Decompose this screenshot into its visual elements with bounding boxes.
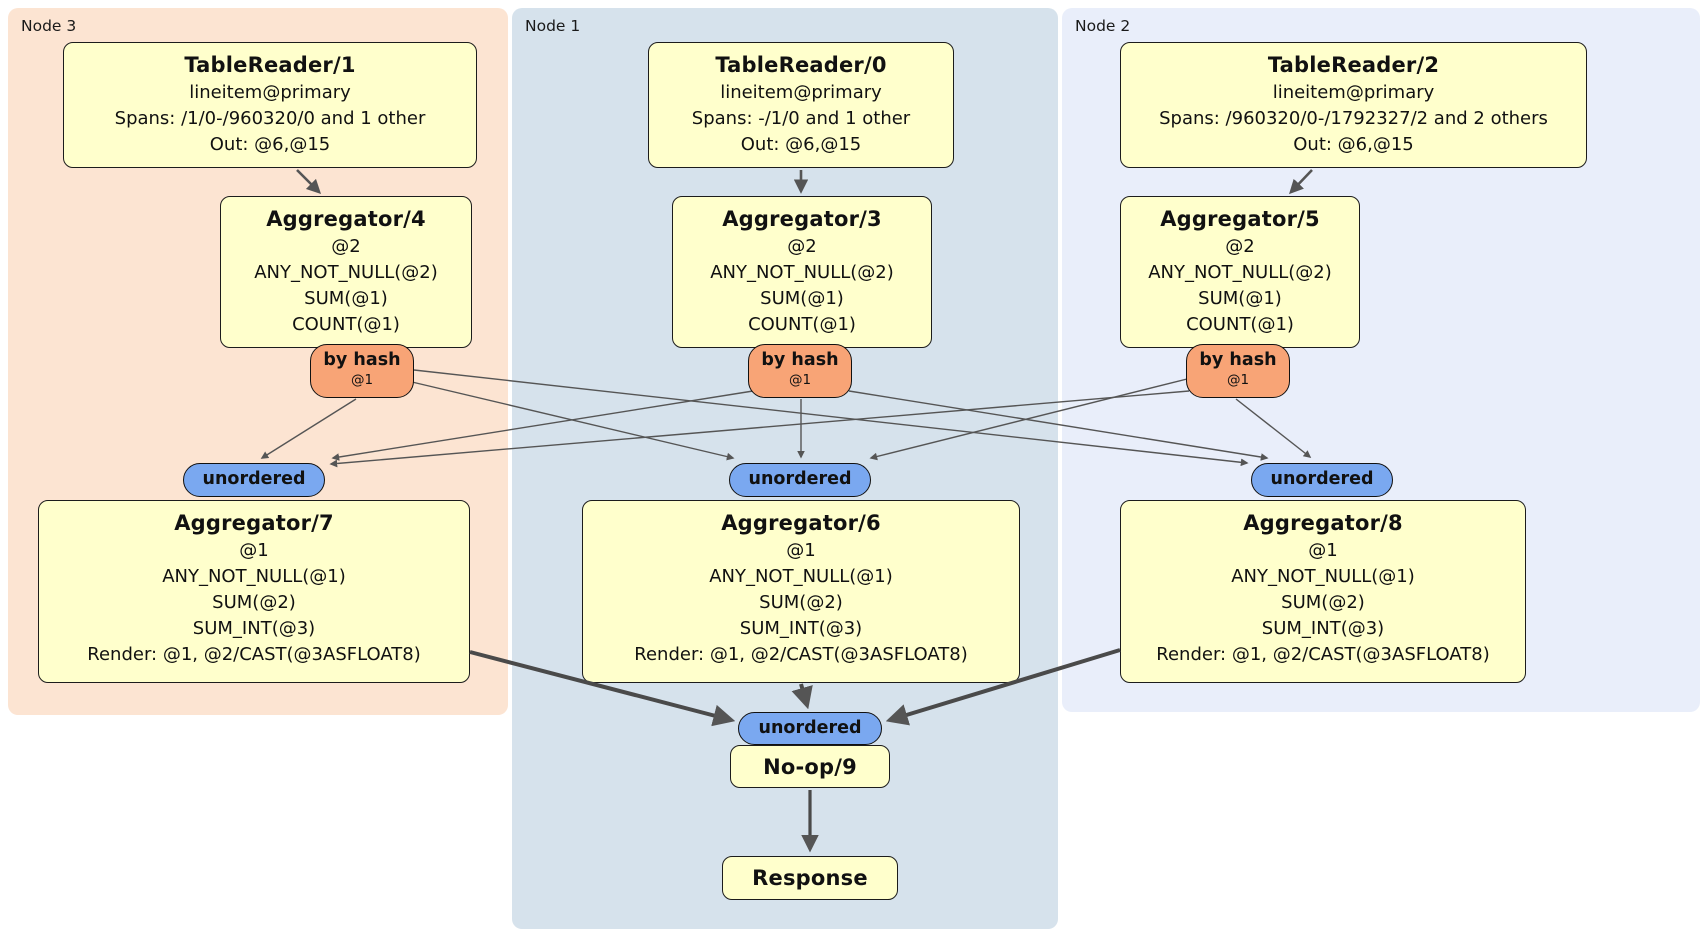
processor-aggregator-3-line: SUM(@1) <box>760 288 844 309</box>
processor-tablereader-1-out: Out: @6,@15 <box>209 134 331 155</box>
router-by-hash-node3: by hash @1 <box>310 344 414 398</box>
processor-tablereader-0: TableReader/0 lineitem@primary Spans: -/… <box>648 42 954 168</box>
processor-aggregator-5-line: SUM(@1) <box>1198 288 1282 309</box>
processor-noop: No-op/9 <box>730 745 890 788</box>
processor-tablereader-2: TableReader/2 lineitem@primary Spans: /9… <box>1120 42 1587 168</box>
processor-aggregator-6-title: Aggregator/6 <box>721 511 881 535</box>
processor-response: Response <box>722 856 898 900</box>
processor-aggregator-7-line: ANY_NOT_NULL(@1) <box>162 566 346 587</box>
router-by-hash-node2-label: by hash <box>1199 350 1277 370</box>
processor-tablereader-2-title: TableReader/2 <box>1267 53 1440 77</box>
processor-aggregator-3: Aggregator/3 @2 ANY_NOT_NULL(@2) SUM(@1)… <box>672 196 932 348</box>
router-by-hash-node1-label: by hash <box>761 350 839 370</box>
processor-aggregator-7-line: @1 <box>239 540 269 561</box>
processor-aggregator-4: Aggregator/4 @2 ANY_NOT_NULL(@2) SUM(@1)… <box>220 196 472 348</box>
processor-aggregator-5-line: @2 <box>1225 236 1255 257</box>
processor-aggregator-5-line: COUNT(@1) <box>1186 314 1294 335</box>
processor-aggregator-5-title: Aggregator/5 <box>1160 207 1320 231</box>
processor-tablereader-0-spans: Spans: -/1/0 and 1 other <box>691 108 911 129</box>
processor-tablereader-2-spans: Spans: /960320/0-/1792327/2 and 2 others <box>1159 108 1548 129</box>
node-panel-3-label: Node 3 <box>21 17 77 35</box>
processor-tablereader-2-out: Out: @6,@15 <box>1293 134 1414 155</box>
processor-aggregator-8-render: Render: @1, @2/CAST(@3ASFLOAT8) <box>1156 644 1490 665</box>
processor-aggregator-7-line: SUM_INT(@3) <box>192 618 316 639</box>
processor-response-title: Response <box>752 866 868 890</box>
processor-aggregator-7-title: Aggregator/7 <box>174 511 334 535</box>
processor-aggregator-6-line: SUM(@2) <box>759 592 843 613</box>
stream-unordered-node3: unordered <box>183 463 325 497</box>
router-by-hash-node2-columns: @1 <box>1226 372 1250 388</box>
processor-aggregator-5-line: ANY_NOT_NULL(@2) <box>1148 262 1332 283</box>
processor-aggregator-7-line: SUM(@2) <box>212 592 296 613</box>
processor-aggregator-8-line: SUM_INT(@3) <box>1261 618 1385 639</box>
processor-aggregator-3-title: Aggregator/3 <box>722 207 882 231</box>
stream-unordered-final: unordered <box>738 712 882 745</box>
processor-aggregator-8-line: SUM(@2) <box>1281 592 1365 613</box>
stream-unordered-final-label: unordered <box>758 718 862 738</box>
router-by-hash-node3-columns: @1 <box>350 372 374 388</box>
processor-aggregator-4-line: SUM(@1) <box>304 288 388 309</box>
processor-aggregator-6-line: @1 <box>786 540 816 561</box>
processor-aggregator-7-render: Render: @1, @2/CAST(@3ASFLOAT8) <box>87 644 421 665</box>
router-by-hash-node1: by hash @1 <box>748 344 852 398</box>
processor-aggregator-8-title: Aggregator/8 <box>1243 511 1403 535</box>
node-panel-1-label: Node 1 <box>525 17 581 35</box>
processor-aggregator-4-title: Aggregator/4 <box>266 207 426 231</box>
processor-aggregator-4-line: @2 <box>331 236 361 257</box>
stream-unordered-node1-label: unordered <box>748 469 852 489</box>
processor-aggregator-6-render: Render: @1, @2/CAST(@3ASFLOAT8) <box>634 644 968 665</box>
processor-aggregator-8: Aggregator/8 @1 ANY_NOT_NULL(@1) SUM(@2)… <box>1120 500 1526 683</box>
router-by-hash-node1-columns: @1 <box>788 372 812 388</box>
processor-aggregator-8-line: @1 <box>1308 540 1338 561</box>
processor-tablereader-1: TableReader/1 lineitem@primary Spans: /1… <box>63 42 477 168</box>
processor-aggregator-7: Aggregator/7 @1 ANY_NOT_NULL(@1) SUM(@2)… <box>38 500 470 683</box>
processor-aggregator-6: Aggregator/6 @1 ANY_NOT_NULL(@1) SUM(@2)… <box>582 500 1020 683</box>
processor-aggregator-6-line: ANY_NOT_NULL(@1) <box>709 566 893 587</box>
processor-aggregator-4-line: COUNT(@1) <box>292 314 400 335</box>
processor-aggregator-3-line: @2 <box>787 236 817 257</box>
processor-tablereader-2-index: lineitem@primary <box>1272 82 1435 103</box>
stream-unordered-node1: unordered <box>729 463 871 497</box>
processor-aggregator-3-line: COUNT(@1) <box>748 314 856 335</box>
stream-unordered-node2-label: unordered <box>1270 469 1374 489</box>
processor-tablereader-1-title: TableReader/1 <box>184 53 356 77</box>
processor-tablereader-0-title: TableReader/0 <box>715 53 887 77</box>
processor-noop-title: No-op/9 <box>763 754 857 779</box>
processor-tablereader-1-index: lineitem@primary <box>189 82 351 103</box>
processor-aggregator-8-line: ANY_NOT_NULL(@1) <box>1231 566 1415 587</box>
router-by-hash-node2: by hash @1 <box>1186 344 1290 398</box>
processor-tablereader-0-out: Out: @6,@15 <box>740 134 862 155</box>
stream-unordered-node2: unordered <box>1251 463 1393 497</box>
processor-tablereader-0-index: lineitem@primary <box>720 82 882 103</box>
processor-aggregator-4-line: ANY_NOT_NULL(@2) <box>254 262 438 283</box>
processor-tablereader-1-spans: Spans: /1/0-/960320/0 and 1 other <box>114 108 426 129</box>
processor-aggregator-6-line: SUM_INT(@3) <box>739 618 863 639</box>
node-panel-2-label: Node 2 <box>1075 17 1131 35</box>
processor-aggregator-3-line: ANY_NOT_NULL(@2) <box>710 262 894 283</box>
router-by-hash-node3-label: by hash <box>323 350 401 370</box>
stream-unordered-node3-label: unordered <box>202 469 306 489</box>
processor-aggregator-5: Aggregator/5 @2 ANY_NOT_NULL(@2) SUM(@1)… <box>1120 196 1360 348</box>
